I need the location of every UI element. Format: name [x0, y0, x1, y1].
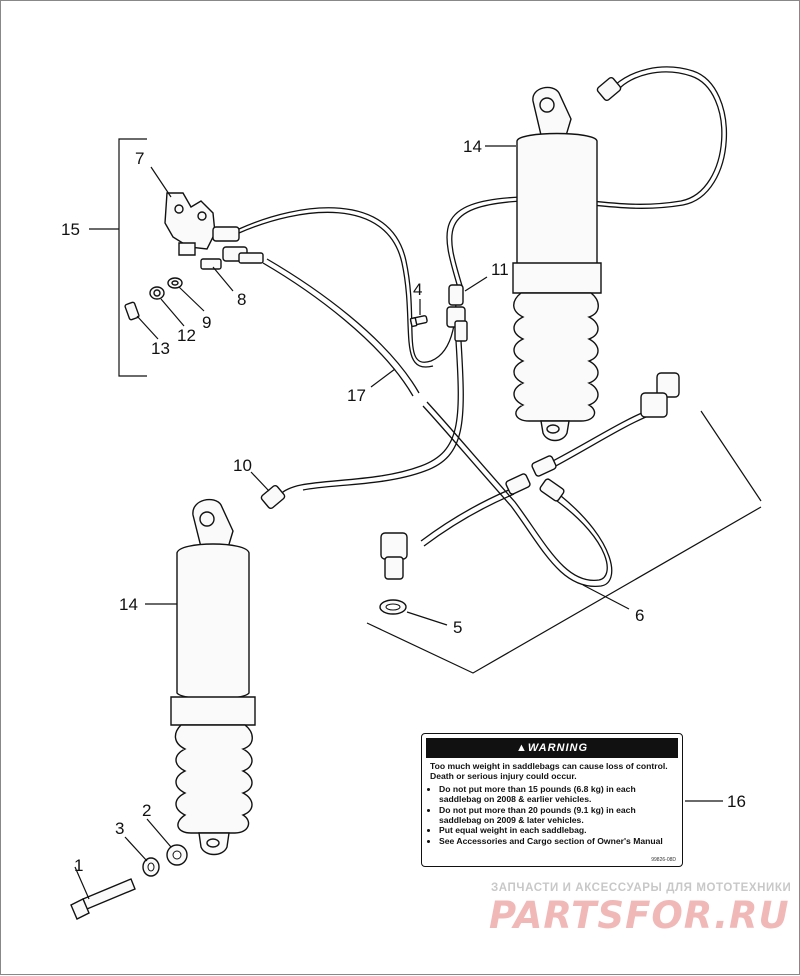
callout-17: 17	[347, 386, 366, 405]
watermark-logo: PARTSFOR.RU	[489, 894, 790, 937]
watermark-tagline: ЗАПЧАСТИ И АКСЕССУАРЫ ДЛЯ МОТОТЕХНИКИ	[491, 882, 792, 894]
callout-11: 11	[491, 260, 509, 279]
nut-washer-set	[124, 277, 183, 321]
air-fitting-assembly	[200, 226, 264, 270]
callout-5: 5	[453, 618, 462, 637]
callout-4: 4	[413, 280, 422, 299]
group-bracket-15	[118, 138, 147, 377]
warning-body: Too much weight in saddlebags can cause …	[422, 758, 682, 846]
callout-9: 9	[202, 313, 211, 332]
callout-3: 3	[115, 819, 124, 838]
callout-14-left: 14	[119, 595, 138, 614]
warning-bullet: Do not put more than 15 pounds (6.8 kg) …	[439, 784, 674, 805]
screw	[409, 315, 428, 328]
t-fitting	[446, 284, 468, 342]
callout-12: 12	[177, 326, 196, 345]
callout-10: 10	[233, 456, 252, 475]
kit-bracket-6	[366, 506, 762, 674]
callout-16: 16	[727, 792, 746, 811]
callout-8: 8	[237, 290, 246, 309]
warning-bullet: Put equal weight in each saddlebag.	[439, 825, 674, 835]
warning-header: ▲WARNING	[426, 738, 678, 758]
callout-2: 2	[142, 801, 151, 820]
elbow-fitting-upper	[640, 372, 680, 418]
elbow-fitting-lower	[380, 532, 408, 580]
callout-6: 6	[635, 606, 644, 625]
mounting-bolt	[70, 878, 136, 920]
callout-13: 13	[151, 339, 170, 358]
callout-7: 7	[135, 149, 144, 168]
callout-14-right: 14	[463, 137, 482, 156]
warning-intro: Too much weight in saddlebags can cause …	[430, 761, 668, 782]
warning-bullets: Do not put more than 15 pounds (6.8 kg) …	[430, 784, 674, 846]
callout-1: 1	[74, 856, 83, 875]
lock-washer	[142, 857, 160, 877]
flat-washer	[166, 844, 188, 866]
shock-absorber-right	[512, 76, 622, 442]
hose-t-junction	[505, 455, 565, 502]
callout-15: 15	[61, 220, 80, 239]
mounting-bracket	[164, 192, 216, 256]
air-hose-assembly	[238, 66, 728, 587]
warning-label: ▲WARNING Too much weight in saddlebags c…	[421, 733, 683, 867]
warning-part-code: 99826-08D	[651, 857, 676, 863]
shock-absorber-left	[170, 484, 286, 856]
warning-bullet: Do not put more than 20 pounds (9.1 kg) …	[439, 805, 674, 826]
warning-bullet: See Accessories and Cargo section of Own…	[439, 836, 674, 846]
